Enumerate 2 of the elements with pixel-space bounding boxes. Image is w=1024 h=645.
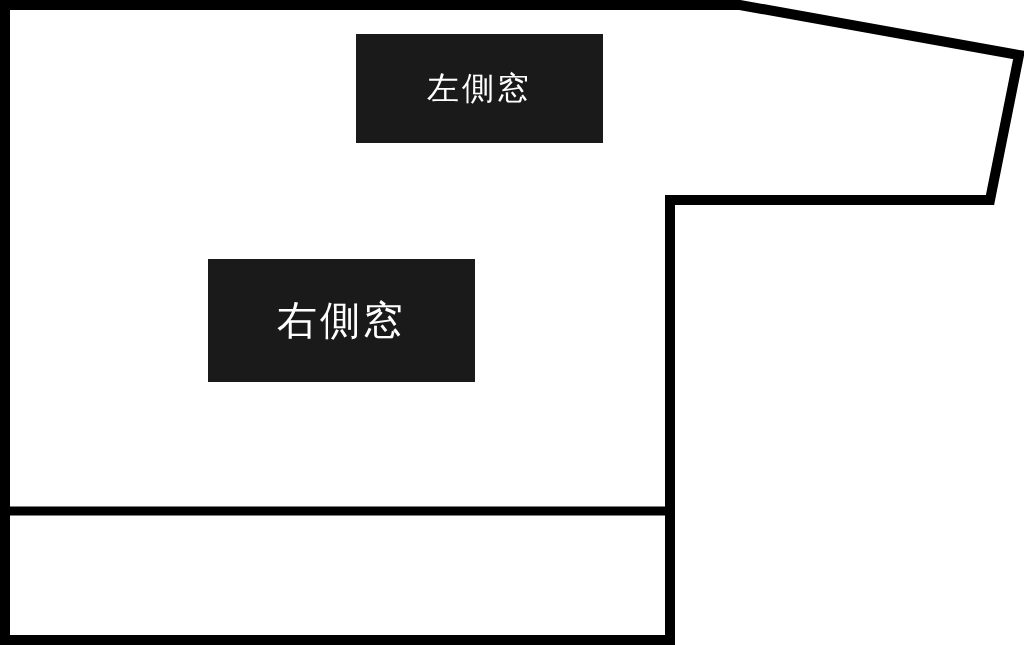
window-label: 左側窓 bbox=[356, 34, 603, 143]
window-label: 右側窓 bbox=[208, 259, 475, 382]
